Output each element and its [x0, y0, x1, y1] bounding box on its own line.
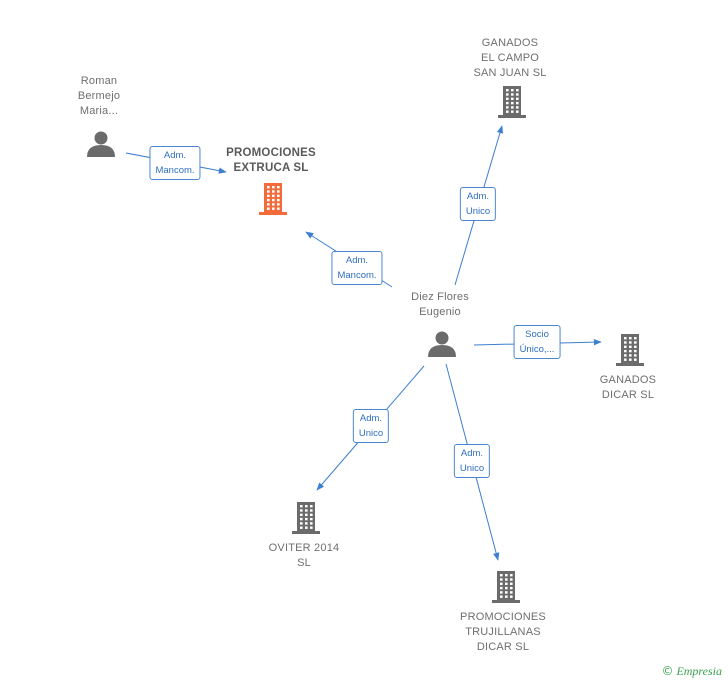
edge-label-roman-to-promociones_extruca[interactable]: Adm. Mancom. — [149, 146, 201, 180]
node-label-line: Eugenio — [419, 306, 461, 318]
edge-label-line: Único,... — [519, 344, 555, 355]
node-label-line: EXTRUCA SL — [233, 162, 309, 174]
edge-label-line: Adm. — [359, 413, 383, 424]
building-icon[interactable] — [616, 334, 644, 366]
node-label-line: PROMOCIONES — [460, 611, 546, 623]
edge-label-line: Mancom. — [337, 270, 377, 281]
node-label-line: SL — [297, 557, 311, 569]
building-icon[interactable] — [292, 502, 320, 534]
edge-label-line: Adm. — [345, 255, 369, 266]
node-label-line: PROMOCIONES — [226, 147, 316, 159]
node-label-ganados-dicar[interactable]: GANADOS DICAR SL — [600, 373, 656, 403]
node-label-line: Diez Flores — [411, 291, 469, 303]
edge-label-line: Socio — [525, 329, 549, 340]
edge-label-diez_flores-to-promociones_trujillanas[interactable]: Adm. Unico — [453, 444, 491, 478]
node-label-promociones-trujillanas[interactable]: PROMOCIONES TRUJILLANAS DICAR SL — [460, 610, 546, 655]
edge-label-line: Mancom. — [155, 165, 195, 176]
node-label-line: DICAR SL — [601, 389, 655, 401]
building-icon[interactable] — [498, 86, 526, 118]
copyright-symbol: © — [661, 664, 674, 678]
node-label-line: TRUJILLANAS — [465, 626, 541, 638]
node-label-ganados-campo[interactable]: GANADOS EL CAMPO SAN JUAN SL — [473, 36, 546, 81]
node-label-line: Bermejo — [77, 90, 121, 102]
node-label-line: DICAR SL — [476, 641, 530, 653]
node-label-line: EL CAMPO — [480, 52, 540, 64]
edge-label-diez_flores-to-promociones_extruca[interactable]: Adm. Mancom. — [331, 251, 383, 285]
person-icon[interactable] — [87, 131, 115, 158]
building-icon[interactable] — [492, 571, 520, 603]
node-label-line: GANADOS — [481, 37, 539, 49]
brand-watermark: ©Empresia — [661, 664, 722, 679]
node-label-line: GANADOS — [599, 374, 657, 386]
person-icon[interactable] — [428, 331, 456, 358]
node-label-line: Roman — [80, 75, 118, 87]
node-label-line: OVITER 2014 — [268, 542, 340, 554]
building-icon[interactable] — [259, 183, 287, 215]
edge-label-line: Adm. — [163, 150, 187, 161]
edge-label-line: Adm. — [466, 191, 490, 202]
node-label-line: Maria... — [79, 105, 119, 117]
edge-label-line: Unico — [465, 206, 491, 217]
node-label-line: SAN JUAN SL — [473, 67, 547, 79]
edge-label-line: Adm. — [460, 448, 484, 459]
node-label-promociones-extruca[interactable]: PROMOCIONES EXTRUCA SL — [226, 146, 316, 176]
edge-label-line: Unico — [459, 463, 485, 474]
edge-label-diez_flores-to-oviter[interactable]: Adm. Unico — [352, 409, 390, 443]
brand-name: Empresia — [676, 664, 722, 678]
edge-label-line: Unico — [358, 428, 384, 439]
edge-label-diez_flores-to-ganados_campo[interactable]: Adm. Unico — [459, 187, 497, 221]
